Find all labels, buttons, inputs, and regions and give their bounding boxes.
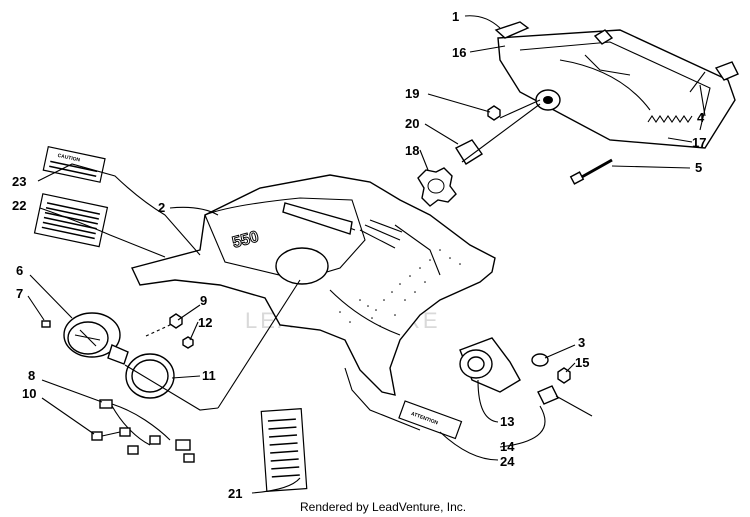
callout-2: 2 xyxy=(158,200,165,215)
right-pod xyxy=(459,337,521,393)
callout-7: 7 xyxy=(16,286,23,301)
callout-4: 4 xyxy=(697,110,705,125)
speedo-cable xyxy=(537,385,593,417)
callout-15: 15 xyxy=(575,355,589,370)
callout-9: 9 xyxy=(200,293,207,308)
washer-12 xyxy=(182,336,194,349)
info-decal xyxy=(260,408,308,492)
leader-lines xyxy=(27,15,706,494)
caution-decal-text: CAUTION xyxy=(57,153,81,164)
bulb-socket xyxy=(454,139,484,165)
callout-14: 14 xyxy=(500,439,515,454)
callout-23: 23 xyxy=(12,174,26,189)
callout-10: 10 xyxy=(22,386,36,401)
callout-13: 13 xyxy=(500,414,514,429)
bracket-part xyxy=(494,21,530,39)
callout-17: 17 xyxy=(692,135,706,150)
nut-part xyxy=(487,105,501,121)
stipple xyxy=(339,249,461,327)
callout-21: 21 xyxy=(228,486,242,501)
headlight-housing xyxy=(497,29,736,149)
gauge xyxy=(63,312,129,365)
callout-24: 24 xyxy=(500,454,515,469)
adjuster-bracket xyxy=(714,61,739,81)
callout-11: 11 xyxy=(202,368,216,383)
callout-22: 22 xyxy=(12,198,26,213)
attention-decal: ATTENTION xyxy=(398,400,463,440)
nut-9 xyxy=(169,313,183,329)
screw-7 xyxy=(41,320,51,328)
callout-5: 5 xyxy=(695,160,702,175)
warning-decal xyxy=(33,193,109,248)
spring-part xyxy=(647,115,693,123)
callout-18: 18 xyxy=(405,143,419,158)
callout-19: 19 xyxy=(405,86,419,101)
screw-part xyxy=(579,158,613,180)
footer-credit: Rendered by LeadVenture, Inc. xyxy=(300,500,466,514)
callout-12: 12 xyxy=(198,315,212,330)
callout-6: 6 xyxy=(16,263,23,278)
wire-harness xyxy=(91,399,195,463)
clip-part xyxy=(593,29,614,45)
callout-20: 20 xyxy=(405,116,419,131)
washer-3 xyxy=(531,353,549,367)
dash-panel: 550 xyxy=(131,174,496,396)
ring-nut xyxy=(417,167,457,207)
callout-16: 16 xyxy=(452,45,466,60)
callout-8: 8 xyxy=(28,368,35,383)
callout-1: 1 xyxy=(452,9,459,24)
callout-3: 3 xyxy=(578,335,585,350)
